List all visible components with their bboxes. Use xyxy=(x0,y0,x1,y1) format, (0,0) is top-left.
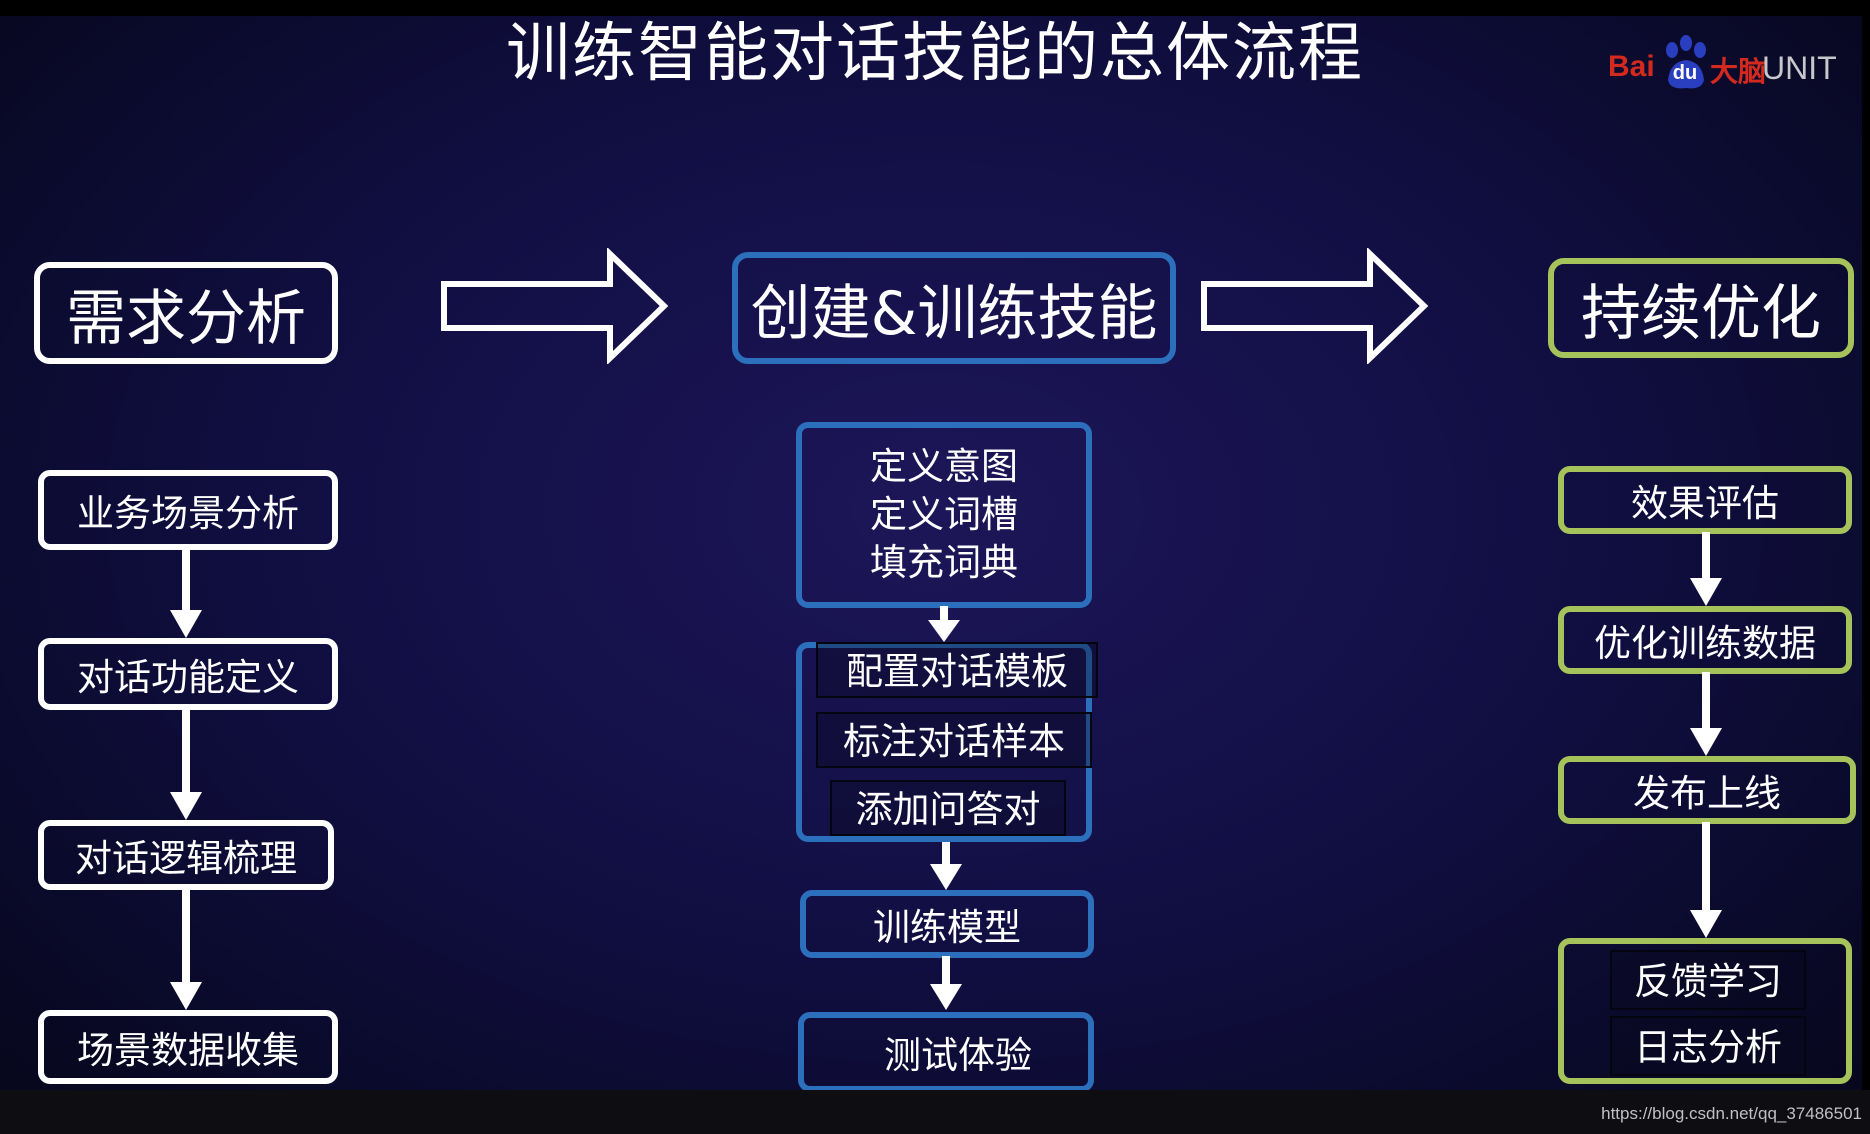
arrow-down-icon xyxy=(170,708,202,820)
logo-bai: Bai xyxy=(1608,50,1655,83)
step-label: 效果评估 xyxy=(1631,482,1779,525)
step-scenario-data-collection: 场景数据收集 xyxy=(38,1010,338,1084)
step-dialog-logic-sorting: 对话逻辑梳理 xyxy=(38,820,334,890)
step-label: 填充词典 xyxy=(870,541,1018,584)
step-config-dialog-template: 配置对话模板 xyxy=(816,642,1098,698)
step-annotate-dialog-samples: 标注对话样本 xyxy=(816,712,1092,768)
paw-icon xyxy=(1666,35,1706,89)
arrow-down-icon xyxy=(170,548,202,638)
watermark-url: https://blog.csdn.net/qq_37486501 xyxy=(1601,1104,1862,1123)
phase-label: 需求分析 xyxy=(66,283,306,354)
baidu-unit-logo: Bai du 大脑 UNIT xyxy=(1604,34,1844,104)
step-add-qa-pairs: 添加问答对 xyxy=(830,780,1066,836)
phase-continuous-optimization: 持续优化 xyxy=(1548,258,1854,358)
arrow-down-icon xyxy=(1690,532,1722,606)
arrow-down-icon xyxy=(1690,822,1722,938)
step-label: 测试体验 xyxy=(884,1034,1032,1077)
step-config-group xyxy=(796,642,1092,842)
top-bar xyxy=(0,0,1870,16)
arrow-down-icon xyxy=(930,842,962,890)
bottom-bar xyxy=(0,1090,1870,1134)
phase-arrow-right-icon xyxy=(441,248,669,364)
step-log-analysis: 日志分析 xyxy=(1610,1016,1806,1076)
logo-du: du xyxy=(1672,62,1698,84)
step-business-scenario-analysis: 业务场景分析 xyxy=(38,470,338,550)
step-label: 训练模型 xyxy=(873,906,1021,949)
step-feedback-group xyxy=(1558,938,1852,1084)
arrow-down-icon xyxy=(170,888,202,1010)
phase-label: 创建&训练技能 xyxy=(750,278,1158,349)
step-label: 定义意图 xyxy=(870,445,1018,488)
step-train-model: 训练模型 xyxy=(800,890,1094,958)
step-feedback-learning: 反馈学习 xyxy=(1610,950,1806,1010)
step-label: 对话功能定义 xyxy=(77,656,299,699)
step-label: 场景数据收集 xyxy=(77,1029,299,1072)
step-label: 发布上线 xyxy=(1633,772,1781,815)
phase-requirement-analysis: 需求分析 xyxy=(34,262,338,364)
step-label: 优化训练数据 xyxy=(1594,622,1816,665)
step-dialog-function-definition: 对话功能定义 xyxy=(38,638,338,710)
arrow-down-icon xyxy=(930,956,962,1010)
step-label: 业务场景分析 xyxy=(77,492,299,535)
right-edge-bar xyxy=(1862,0,1870,1134)
phase-create-train: 创建&训练技能 xyxy=(732,252,1176,364)
step-effect-evaluation: 效果评估 xyxy=(1558,466,1852,534)
step-label: 定义词槽 xyxy=(870,493,1018,536)
arrow-down-icon xyxy=(928,606,960,642)
logo-unit: UNIT xyxy=(1762,50,1837,86)
step-define-group: 定义意图 定义词槽 填充词典 xyxy=(796,422,1092,608)
slide-title: 训练智能对话技能的总体流程 xyxy=(506,17,1364,91)
phase-arrow-right-icon xyxy=(1201,248,1429,364)
phase-label: 持续优化 xyxy=(1581,278,1821,349)
logo-dana: 大脑 xyxy=(1710,55,1767,88)
step-label: 对话逻辑梳理 xyxy=(75,837,297,880)
step-publish-online: 发布上线 xyxy=(1558,756,1856,824)
step-optimize-training-data: 优化训练数据 xyxy=(1558,606,1852,674)
arrow-down-icon xyxy=(1690,672,1722,756)
step-test-experience: 测试体验 xyxy=(798,1012,1094,1092)
